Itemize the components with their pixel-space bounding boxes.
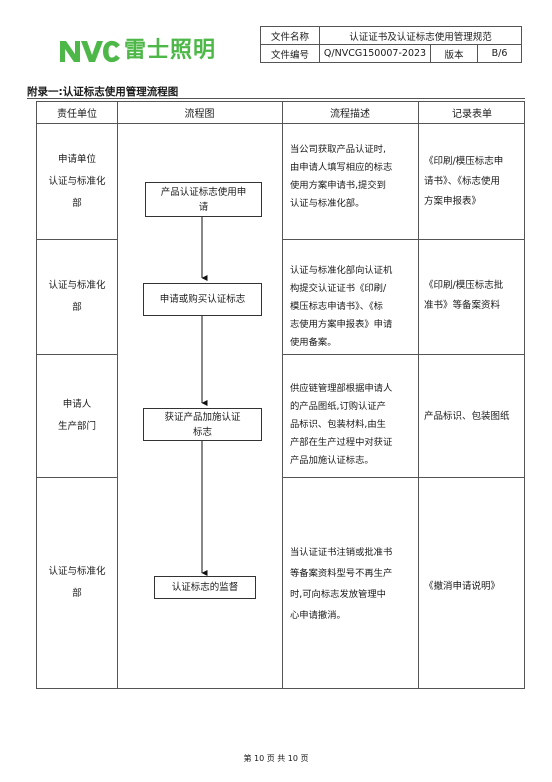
header-description: 流程描述 [330,109,370,120]
unit-cell: 认证与标准化 部 [37,478,117,688]
header-flowchart: 流程图 [184,109,215,120]
flow-step-text: 获证产品加施认证 标志 [164,411,241,438]
flow-table: 责任单位 流程图 流程描述 记录表单 申请单位 认证与标准化 部 当公司获取产品… [36,101,525,689]
unit-text: 申请单位 认证与标准化 部 [48,153,106,209]
nvc-logo-icon [60,40,120,63]
record-text: 《印刷/模压标志申 请书》、《标志使用 方案申报表》 [424,156,504,207]
flow-connector [201,216,208,576]
version-label: 版本 [430,44,478,63]
flow-step-affix: 获证产品加施认证 标志 [143,408,262,441]
row-divider [37,354,117,355]
flow-step-purchase: 申请或购买认证标志 [143,283,262,316]
column-divider [418,102,419,688]
company-logo: 雷士照明 [58,36,218,66]
description-text: 当认证证书注销或批准书 等备案资料型号不再生产 时,可向标志发放管理中 心申请撤… [290,547,393,621]
doc-number-label: 文件编号 [260,44,320,63]
flow-step-text: 认证标志的监督 [171,582,239,593]
column-divider [282,102,283,688]
flow-step-text: 申请或购买认证标志 [159,294,246,305]
row-divider [282,354,524,355]
doc-name-value: 认证证书及认证标志使用管理规范 [319,26,522,45]
flow-step-apply: 产品认证标志使用申 请 [145,182,262,217]
record-text: 产品标识、包装图纸 [424,411,510,422]
row-divider [37,239,117,240]
row-divider [282,477,524,478]
description-text: 认证与标准化部向认证机 构提交认证证书《印刷/ 模压标志申请书》、《标 志使用方… [290,265,393,348]
logo-wordmark: 雷士照明 [124,38,217,63]
record-text: 《印刷/模压标志批 准书》等备案资料 [424,280,504,311]
header-divider [27,98,525,99]
document-info-table: 文件名称 认证证书及认证标志使用管理规范 文件编号 Q/NVCG150007-2… [260,26,522,63]
header-records: 记录表单 [452,109,492,120]
appendix-title: 附录一:认证标志使用管理流程图 [27,86,179,98]
header-responsible-unit: 责任单位 [57,109,97,120]
unit-text: 认证与标准化 部 [48,280,106,313]
flow-step-supervise: 认证标志的监督 [154,576,256,599]
doc-number-value: Q/NVCG150007-2023 [319,44,431,63]
flow-step-text: 产品认证标志使用申 请 [160,186,247,213]
unit-cell: 认证与标准化 部 [37,240,117,354]
row-divider [37,477,117,478]
description-text: 当公司获取产品认证时, 由申请人填写相应的标志 使用方案申请书,提交到 认证与标… [290,144,393,209]
doc-name-label: 文件名称 [260,26,320,45]
row-divider [282,239,524,240]
version-value: B/6 [477,44,522,63]
description-text: 供应链管理部根据申请人 的产品图纸,订购认证产 品标识、包装材料,由生 产部在生… [290,383,393,466]
unit-text: 申请人 生产部门 [57,399,96,432]
unit-text: 认证与标准化 部 [48,566,106,599]
header-row-divider [37,123,524,124]
unit-cell: 申请单位 认证与标准化 部 [37,124,117,239]
unit-cell: 申请人 生产部门 [37,355,117,477]
column-divider [117,102,118,688]
page-footer: 第 10 页 共 10 页 [243,754,309,763]
record-text: 《撤消申请说明》 [424,581,501,592]
